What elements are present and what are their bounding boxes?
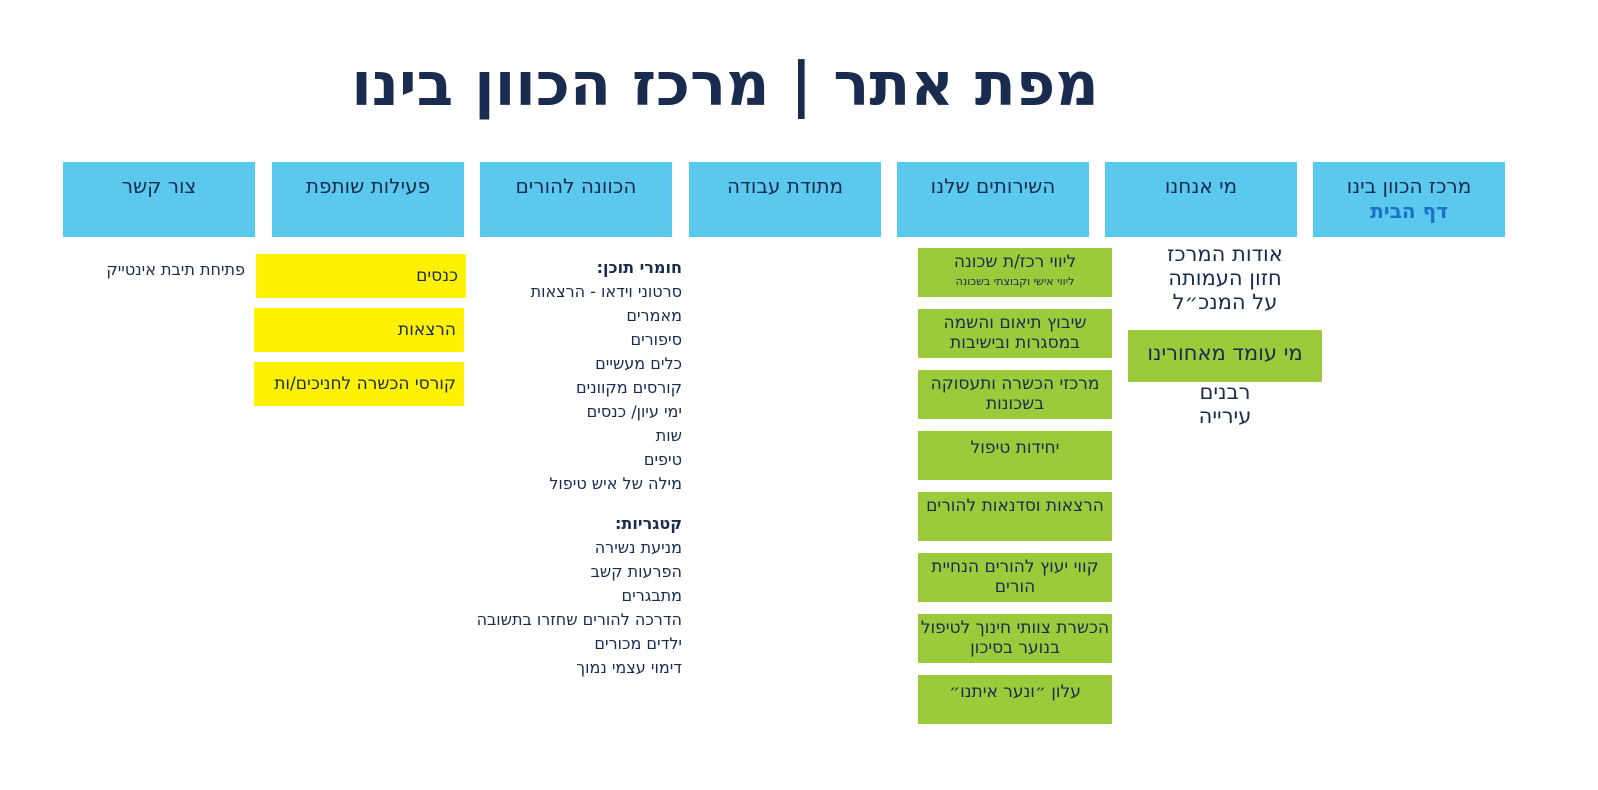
category-item[interactable]: הדרכה להורים שחזרו בתשובה bbox=[476, 610, 682, 629]
col-method[interactable]: מתודת עבודה bbox=[689, 162, 881, 237]
about-item[interactable]: חזון העמותה bbox=[1168, 266, 1282, 291]
content-item[interactable]: מילה של איש טיפול bbox=[549, 474, 682, 493]
about-item[interactable]: עירייה bbox=[1198, 404, 1252, 429]
service-label: ליווי רכז/ת שכונה bbox=[953, 252, 1077, 272]
content-heading: חומרי תוכן: bbox=[596, 258, 682, 277]
categories-heading: קטגריות: bbox=[615, 514, 682, 533]
col-home[interactable]: מרכז הכוון בינו דף הבית bbox=[1313, 162, 1505, 237]
service-item[interactable]: שיבוץ תיאום והשמה במסגרות ובישיבות bbox=[918, 309, 1112, 358]
col-contact[interactable]: צור קשר bbox=[63, 162, 255, 237]
col-home-label: מרכז הכוון בינו bbox=[1346, 174, 1472, 198]
content-item[interactable]: מאמרים bbox=[626, 306, 682, 325]
content-item[interactable]: טיפים bbox=[643, 450, 682, 469]
about-list: אודות המרכז חזון העמותה על המנכ״ל bbox=[1128, 242, 1322, 314]
content-item[interactable]: קורסים מקוונים bbox=[576, 378, 682, 397]
activity-item[interactable]: הרצאות bbox=[254, 308, 464, 352]
content-item[interactable]: ימי עיון/ כנסים bbox=[586, 402, 682, 421]
about-item[interactable]: אודות המרכז bbox=[1167, 242, 1283, 266]
activity-item[interactable]: קורסי הכשרה לחניכים/ות bbox=[254, 362, 464, 406]
about-list-2: רבנים עירייה bbox=[1128, 380, 1322, 428]
category-item[interactable]: מתבגרים bbox=[621, 586, 682, 605]
parents-content-list: חומרי תוכן: סרטוני וידאו - הרצאות מאמרים… bbox=[440, 256, 682, 496]
service-item[interactable]: יחידות טיפול bbox=[918, 431, 1112, 480]
service-item[interactable]: קווי יעוץ להורים הנחיית הורים bbox=[918, 553, 1112, 602]
col-services[interactable]: השירותים שלנו bbox=[897, 162, 1089, 237]
col-about[interactable]: מי אנחנו bbox=[1105, 162, 1297, 237]
category-item[interactable]: הפרעות קשב bbox=[590, 562, 682, 581]
category-item[interactable]: דימוי עצמי נמוך bbox=[576, 658, 682, 677]
parents-categories-list: קטגריות: מניעת נשירה הפרעות קשב מתבגרים … bbox=[440, 512, 682, 680]
intake-link[interactable]: פתיחת תיבת אינטייק bbox=[106, 260, 245, 279]
content-item[interactable]: שות bbox=[655, 426, 682, 445]
service-item[interactable]: מרכזי הכשרה ותעסוקה בשכונות bbox=[918, 370, 1112, 419]
home-link[interactable]: דף הבית bbox=[1370, 199, 1448, 223]
content-item[interactable]: סרטוני וידאו - הרצאות bbox=[530, 282, 682, 301]
col-activity[interactable]: פעילות שותפת bbox=[272, 162, 464, 237]
about-item[interactable]: רבנים bbox=[1199, 380, 1251, 404]
content-item[interactable]: כלים מעשיים bbox=[595, 354, 682, 373]
col-parents[interactable]: הכוונה להורים bbox=[480, 162, 672, 237]
service-sub: ליווי אישי וקבוצתי בשכונה bbox=[955, 274, 1075, 288]
activity-item[interactable]: כנסים bbox=[256, 254, 466, 298]
service-item[interactable]: הרצאות וסדנאות להורים bbox=[918, 492, 1112, 541]
category-item[interactable]: מניעת נשירה bbox=[594, 538, 682, 557]
service-item[interactable]: עלון ״ונער איתנו״ bbox=[918, 675, 1112, 724]
behind-us-box[interactable]: מי עומד מאחורינו bbox=[1128, 330, 1322, 382]
page-title: מפת אתר | מרכז הכוון בינו bbox=[351, 50, 1099, 120]
category-item[interactable]: ילדים מכורים bbox=[594, 634, 682, 653]
service-item[interactable]: הכשרת צוותי חינוך לטיפול בנוער בסיכון bbox=[918, 614, 1112, 663]
about-item[interactable]: על המנכ״ל bbox=[1172, 290, 1278, 315]
service-item[interactable]: ליווי רכז/ת שכונה ליווי אישי וקבוצתי בשכ… bbox=[918, 248, 1112, 297]
content-item[interactable]: סיפורים bbox=[630, 330, 682, 349]
